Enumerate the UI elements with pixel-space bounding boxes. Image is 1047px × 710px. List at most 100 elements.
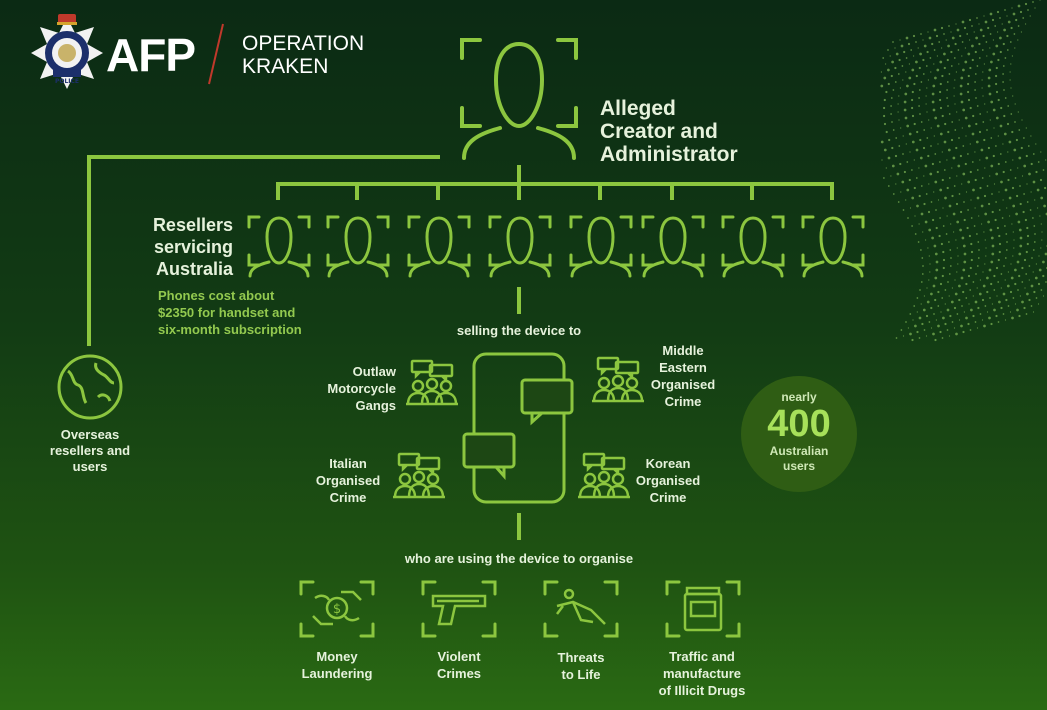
decor-dot xyxy=(1016,308,1019,312)
decor-dot xyxy=(906,188,910,192)
decor-dot xyxy=(1021,300,1024,304)
decor-dot xyxy=(965,316,968,320)
decor-dot xyxy=(926,300,930,304)
decor-dot xyxy=(942,258,946,262)
decor-dot xyxy=(962,244,966,248)
decor-dot xyxy=(1009,169,1012,171)
decor-dot xyxy=(905,143,907,145)
italian-line3: Crime xyxy=(329,490,367,505)
decor-dot xyxy=(1021,119,1023,121)
decor-dot xyxy=(890,97,893,99)
decor-dot xyxy=(939,60,943,64)
decor-dot xyxy=(960,210,963,214)
svg-text:$: $ xyxy=(333,602,341,617)
globe-icon xyxy=(57,354,123,420)
decor-dot xyxy=(986,111,988,113)
decor-dot xyxy=(1011,186,1015,190)
decor-dot xyxy=(939,217,941,219)
middle-east-line1: Middle xyxy=(662,343,704,358)
decor-dot xyxy=(935,34,939,38)
decor-dot xyxy=(1003,89,1005,91)
decor-dot xyxy=(974,300,978,304)
decor-dot xyxy=(926,50,929,54)
decor-dot xyxy=(1023,258,1027,262)
decor-dot xyxy=(908,132,912,136)
decor-dot xyxy=(971,44,974,48)
decor-dot xyxy=(989,297,991,299)
decor-dot xyxy=(1004,279,1006,281)
decor-dot xyxy=(918,89,921,91)
decor-dot xyxy=(983,15,985,17)
decor-dot xyxy=(1033,290,1036,294)
decor-dot xyxy=(905,321,907,323)
decor-dot xyxy=(962,172,966,176)
decor-dot xyxy=(881,159,883,161)
decor-dot xyxy=(964,116,968,120)
decor-dot xyxy=(991,210,994,214)
decor-dot xyxy=(985,247,987,249)
decor-dot xyxy=(947,105,949,107)
decor-dot xyxy=(959,228,962,232)
decor-dot xyxy=(919,138,922,142)
decor-dot xyxy=(989,47,991,49)
crime-threats-label: Threats to Life xyxy=(531,649,631,683)
korean-line2: Organised xyxy=(635,473,701,488)
decor-dot xyxy=(991,252,995,256)
decor-dot xyxy=(918,97,920,99)
decor-dot xyxy=(897,201,900,203)
decor-dot xyxy=(977,241,980,243)
decor-dot xyxy=(1040,247,1042,249)
decor-dot xyxy=(890,74,893,78)
decor-dot xyxy=(909,151,911,153)
decor-dot xyxy=(974,321,977,323)
decor-dot xyxy=(904,116,908,120)
decor-dot xyxy=(888,138,891,142)
decor-dot xyxy=(1040,196,1044,200)
decor-dot xyxy=(1019,202,1022,206)
decor-dot xyxy=(1002,73,1004,75)
decor-dot xyxy=(1026,201,1029,203)
decor-dot xyxy=(948,241,950,243)
decor-dot xyxy=(963,201,965,203)
decor-dot xyxy=(989,228,993,232)
decor-dot xyxy=(880,71,883,73)
operation-name: OPERATION KRAKEN xyxy=(242,32,364,78)
decor-dot xyxy=(955,71,958,73)
decor-dot xyxy=(1027,9,1029,11)
decor-dot xyxy=(935,226,938,230)
decor-dot xyxy=(996,295,998,297)
decor-dot xyxy=(1022,17,1025,19)
decor-dot xyxy=(915,74,918,78)
decor-dot xyxy=(935,319,938,321)
decor-dot xyxy=(923,329,926,331)
decor-dot xyxy=(981,319,984,321)
decor-dot xyxy=(975,36,978,40)
decor-dot xyxy=(915,177,918,179)
decor-dot xyxy=(1032,180,1036,184)
decor-dot xyxy=(991,244,995,248)
decor-dot xyxy=(916,130,919,134)
decor-dot xyxy=(940,242,944,246)
decor-dot xyxy=(1037,282,1041,286)
decor-dot xyxy=(945,39,947,41)
decor-dot xyxy=(948,273,951,275)
decor-dot xyxy=(1032,217,1034,219)
decor-dot xyxy=(929,271,931,273)
decor-dot xyxy=(934,116,938,120)
decor-dot xyxy=(949,249,952,251)
decor-dot xyxy=(969,39,971,41)
decor-dot xyxy=(1011,223,1013,225)
decor-dot xyxy=(887,156,891,160)
decor-dot xyxy=(1014,303,1017,305)
decor-dot xyxy=(903,100,907,104)
decor-dot xyxy=(974,50,977,54)
decor-dot xyxy=(1025,23,1027,25)
decor-dot xyxy=(1023,137,1025,139)
decor-dot xyxy=(987,76,991,80)
decor-dot xyxy=(926,287,928,289)
decor-dot xyxy=(1017,4,1021,8)
crime-violent-label: Violent Crimes xyxy=(409,648,509,682)
decor-dot xyxy=(995,66,998,70)
decor-dot xyxy=(958,193,961,195)
decor-dot xyxy=(892,41,894,43)
